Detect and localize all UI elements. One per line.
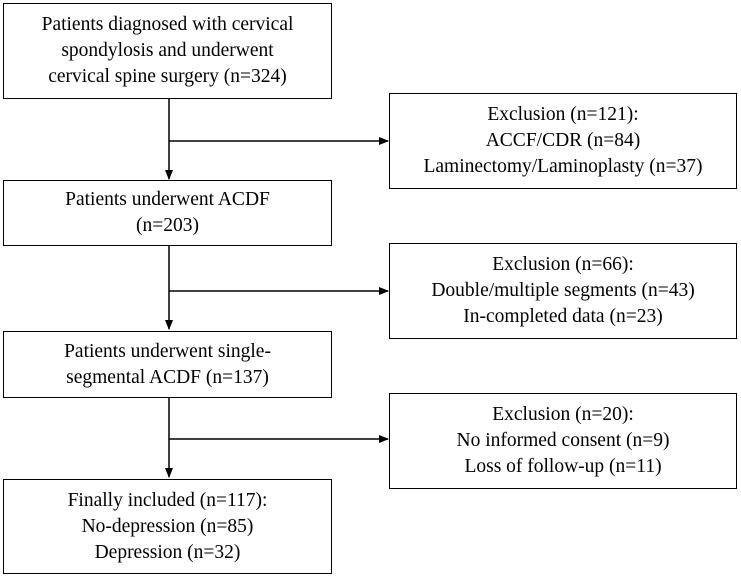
box-finally-included-line-1: Finally included (n=117):	[67, 489, 268, 511]
box-exclusion-2-line-2: Double/multiple segments (n=43)	[431, 280, 695, 301]
box-exclusion-3: Exclusion (n=20): No informed consent (n…	[389, 393, 737, 489]
box-acdf-line-2: (n=203)	[136, 215, 199, 236]
box-exclusion-1-line-3: Laminectomy/Laminoplasty (n=37)	[423, 156, 703, 177]
box-diagnosed-line-1: Patients diagnosed with cervical	[41, 14, 294, 35]
box-finally-included: Finally included (n=117): No-depression …	[3, 479, 332, 574]
box-exclusion-1: Exclusion (n=121): ACCF/CDR (n=84) Lamin…	[389, 93, 737, 189]
box-exclusion-2-line-3: In-completed data (n=23)	[463, 306, 663, 327]
box-single-segmental-line-2: segmental ACDF (n=137)	[66, 366, 269, 388]
box-exclusion-2: Exclusion (n=66): Double/multiple segmen…	[389, 243, 737, 339]
box-diagnosed-line-3: cervical spine surgery (n=324)	[48, 66, 287, 87]
box-exclusion-3-line-2: No informed consent (n=9)	[456, 430, 670, 451]
box-finally-included-line-3: Depression (n=32)	[94, 541, 241, 563]
box-diagnosed: Patients diagnosed with cervical spondyl…	[3, 3, 332, 99]
box-acdf: Patients underwent ACDF (n=203)	[3, 180, 332, 246]
box-diagnosed-line-2: spondylosis and underwent	[61, 40, 274, 61]
box-single-segmental: Patients underwent single- segmental ACD…	[3, 331, 332, 398]
box-single-segmental-line-1: Patients underwent single-	[64, 340, 271, 362]
box-exclusion-3-line-3: Loss of follow-up (n=11)	[464, 456, 662, 477]
box-exclusion-3-line-1: Exclusion (n=20):	[492, 404, 634, 425]
box-exclusion-1-line-1: Exclusion (n=121):	[487, 104, 639, 125]
box-exclusion-2-line-1: Exclusion (n=66):	[492, 254, 634, 275]
box-acdf-line-1: Patients underwent ACDF	[65, 189, 270, 210]
box-finally-included-line-2: No-depression (n=85)	[81, 515, 254, 537]
box-exclusion-1-line-2: ACCF/CDR (n=84)	[485, 130, 641, 151]
